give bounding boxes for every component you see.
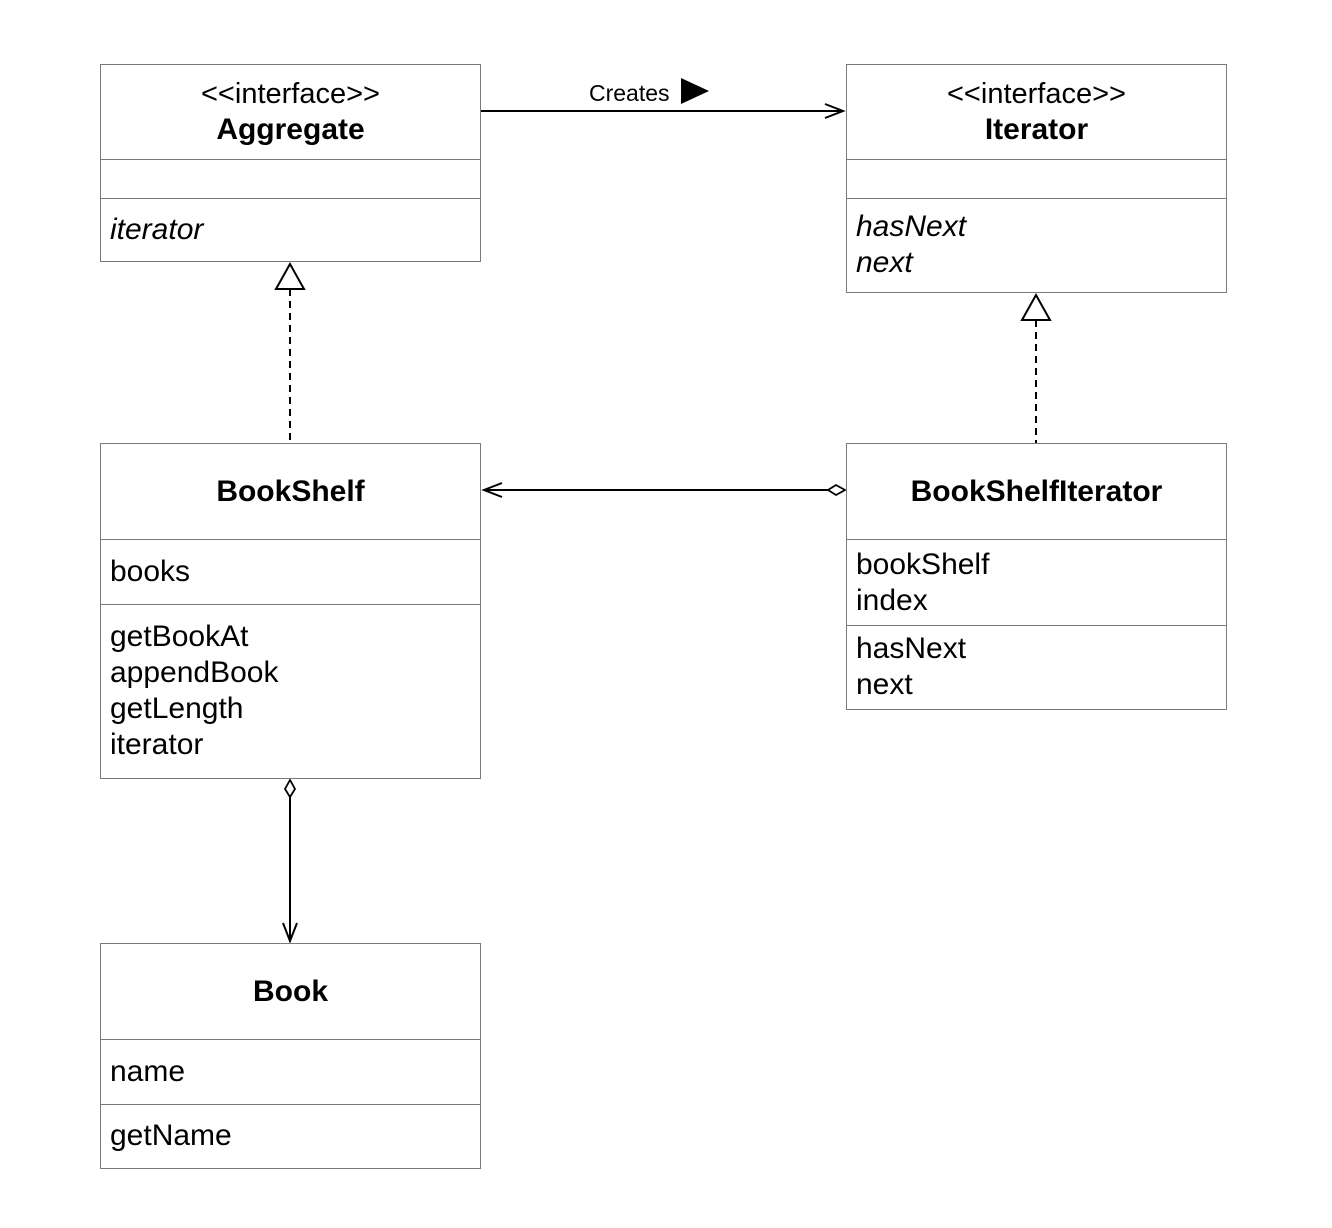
attribute-item: index	[856, 583, 928, 617]
operation-item: next	[856, 246, 913, 279]
creates-label: Creates	[589, 80, 670, 106]
aggregation-bookshelf-book	[282, 778, 298, 944]
class-header: <<interface>> Aggregate	[101, 65, 480, 160]
class-name: Iterator	[984, 113, 1089, 146]
class-name: BookShelf	[216, 474, 365, 508]
iterator-class[interactable]: <<interface>> Iterator hasNext next	[846, 64, 1227, 293]
operation-item: getBookAt	[110, 620, 249, 653]
class-header: <<interface>> Iterator	[847, 65, 1226, 160]
realization-bookshelfiterator-iterator	[1020, 292, 1052, 443]
operations-section: hasNext next	[847, 626, 1226, 708]
class-header: BookShelf	[101, 444, 480, 540]
operation-item: getLength	[110, 692, 244, 725]
operations-section: getName	[101, 1105, 480, 1167]
class-name: Book	[253, 974, 328, 1008]
bookshelf-class[interactable]: BookShelf books getBookAt appendBook get…	[100, 443, 481, 779]
attributes-section: name	[101, 1040, 480, 1105]
creates-association	[481, 103, 846, 119]
realization-bookshelf-aggregate	[274, 261, 306, 443]
hollow-triangle-icon	[1020, 292, 1052, 321]
operations-section: iterator	[101, 199, 480, 260]
aggregate-class[interactable]: <<interface>> Aggregate iterator	[100, 64, 481, 262]
attributes-section	[847, 160, 1226, 199]
hollow-diamond-icon	[283, 778, 297, 799]
bookshelf-iterator-class[interactable]: BookShelfIterator bookShelf index hasNex…	[846, 443, 1227, 710]
class-name: BookShelfIterator	[910, 474, 1163, 508]
operations-section: hasNext next	[847, 199, 1226, 291]
class-header: Book	[101, 944, 480, 1040]
attribute-item: bookShelf	[856, 547, 990, 581]
hollow-triangle-icon	[274, 261, 306, 290]
attribute-item: name	[110, 1055, 186, 1088]
class-header: BookShelfIterator	[847, 444, 1226, 540]
aggregation-bookshelfiterator-bookshelf	[481, 482, 847, 498]
attributes-section: books	[101, 540, 480, 605]
attributes-section	[101, 160, 480, 199]
attribute-item: books	[110, 555, 191, 588]
hollow-diamond-icon	[826, 483, 847, 497]
attributes-section: bookShelf index	[847, 540, 1226, 626]
stereotype-label: <<interface>>	[947, 78, 1126, 110]
class-name: Aggregate	[216, 113, 365, 146]
operation-item: appendBook	[110, 656, 279, 689]
operation-item: iterator	[110, 728, 204, 761]
stereotype-label: <<interface>>	[201, 78, 380, 110]
book-class[interactable]: Book name getName	[100, 943, 481, 1169]
operation-item: getName	[110, 1119, 232, 1152]
operations-section: getBookAt appendBook getLength iterator	[101, 605, 480, 777]
direction-triangle-icon	[681, 78, 709, 104]
operation-item: hasNext	[856, 210, 967, 243]
operation-item: hasNext	[856, 632, 967, 665]
operation-item: next	[856, 668, 913, 701]
operation-item: iterator	[110, 212, 204, 246]
